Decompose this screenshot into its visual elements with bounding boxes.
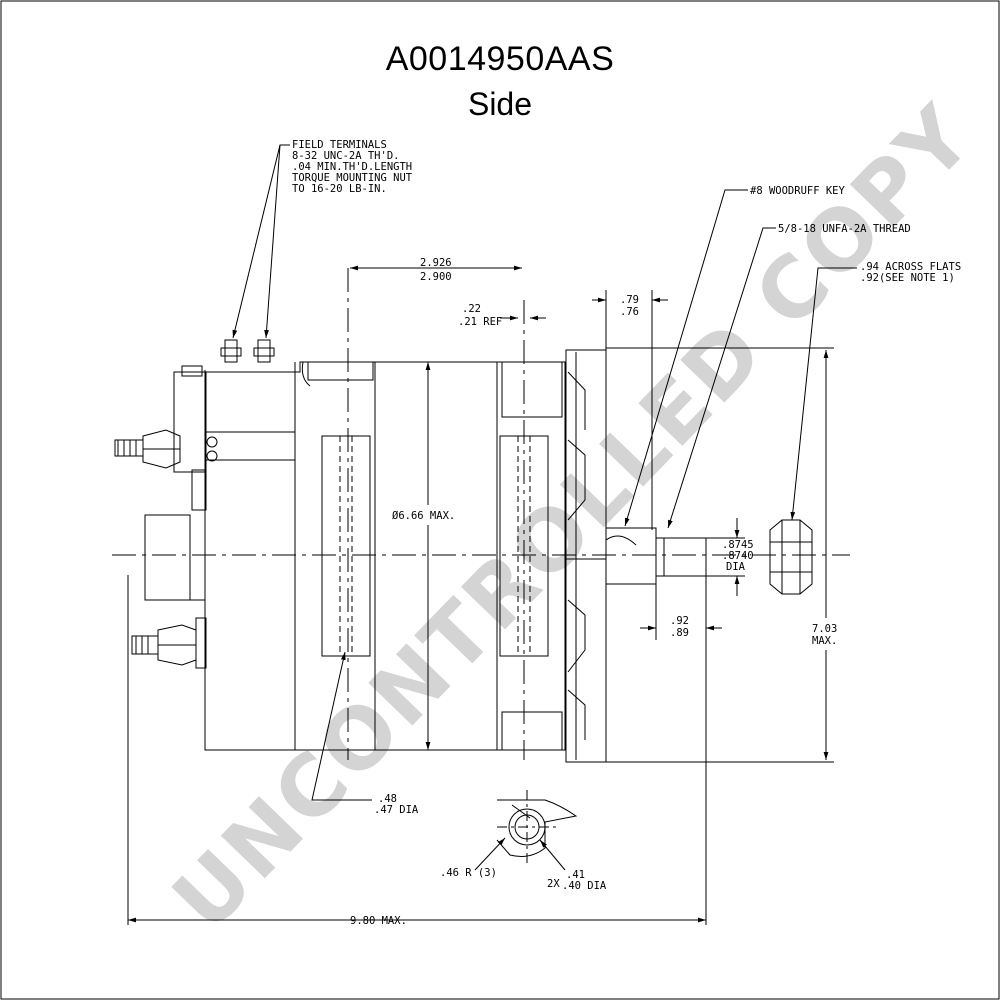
dim-width-upper: 2.926 [420,257,452,269]
shaft-nut [769,519,813,595]
dim-overall-length: 9.80 MAX. [350,915,407,927]
dim-height-label: MAX. [812,635,837,647]
upper-terminal-stud [114,429,181,469]
lower-terminal-stud [131,624,197,666]
dim-shaft-dia-upper: .8745 [722,539,754,551]
callout-across-flats-1: .94 ACROSS FLATS [860,261,961,273]
dim-92-lower: .89 [670,627,689,639]
dim-mount-count: 2X [547,878,560,890]
field-terminal-studs [220,339,275,363]
callout-across-flats-2: .92(SEE NOTE 1) [860,272,955,284]
left-dashed-columns [321,268,371,760]
shaft [605,527,707,585]
dim-ref-lower: .21 REF [458,316,502,328]
leader-lines [232,144,857,871]
dimension-lines [127,265,834,925]
watermark-text: UNCONTROLLED COPY [154,86,992,949]
dim-79-upper: .79 [620,294,639,306]
field-terminals-callout: FIELD TERMINALS 8-32 UNC-2A TH'D. .04 MI… [292,139,413,195]
dim-shaft-dia-label: DIA [726,561,746,573]
dim-mount-lower: .40 DIA [562,880,607,892]
dim-width-lower: 2.900 [420,271,452,283]
mount-hole-detail [496,790,578,865]
part-number-title: A0014950AAS [385,40,615,78]
dim-hole-dia-upper: .48 [378,793,397,805]
callout-thread: 5/8-18 UNFA-2A THREAD [778,223,911,235]
dim-mount-upper: .41 [566,869,585,881]
callout-field-terminals-3: .04 MIN.TH'D.LENGTH [292,161,412,173]
dim-ref-upper: .22 [462,303,481,315]
callout-field-terminals-5: TO 16-20 LB-IN. [292,183,387,195]
dim-hole-dia-lower: .47 DIA [374,804,419,816]
dim-height-value: 7.03 [812,623,837,635]
rear-housing [144,365,295,669]
dim-92-upper: .92 [670,615,689,627]
dim-79-lower: .76 [620,306,639,318]
housing [204,361,566,751]
right-dashed-columns [499,300,549,760]
dim-diameter: Ø6.66 MAX. [392,510,455,522]
callout-field-terminals-4: TORQUE MOUNTING NUT [292,172,413,184]
callout-field-terminals-2: 8-32 UNC-2A TH'D. [292,150,399,162]
dim-radius: .46 R (3) [440,867,497,879]
dim-shaft-dia-lower: .8740 [722,550,754,562]
view-title: Side [467,86,533,122]
callout-woodruff-key: #8 WOODRUFF KEY [750,185,846,197]
callout-field-terminals-1: FIELD TERMINALS [292,139,387,151]
